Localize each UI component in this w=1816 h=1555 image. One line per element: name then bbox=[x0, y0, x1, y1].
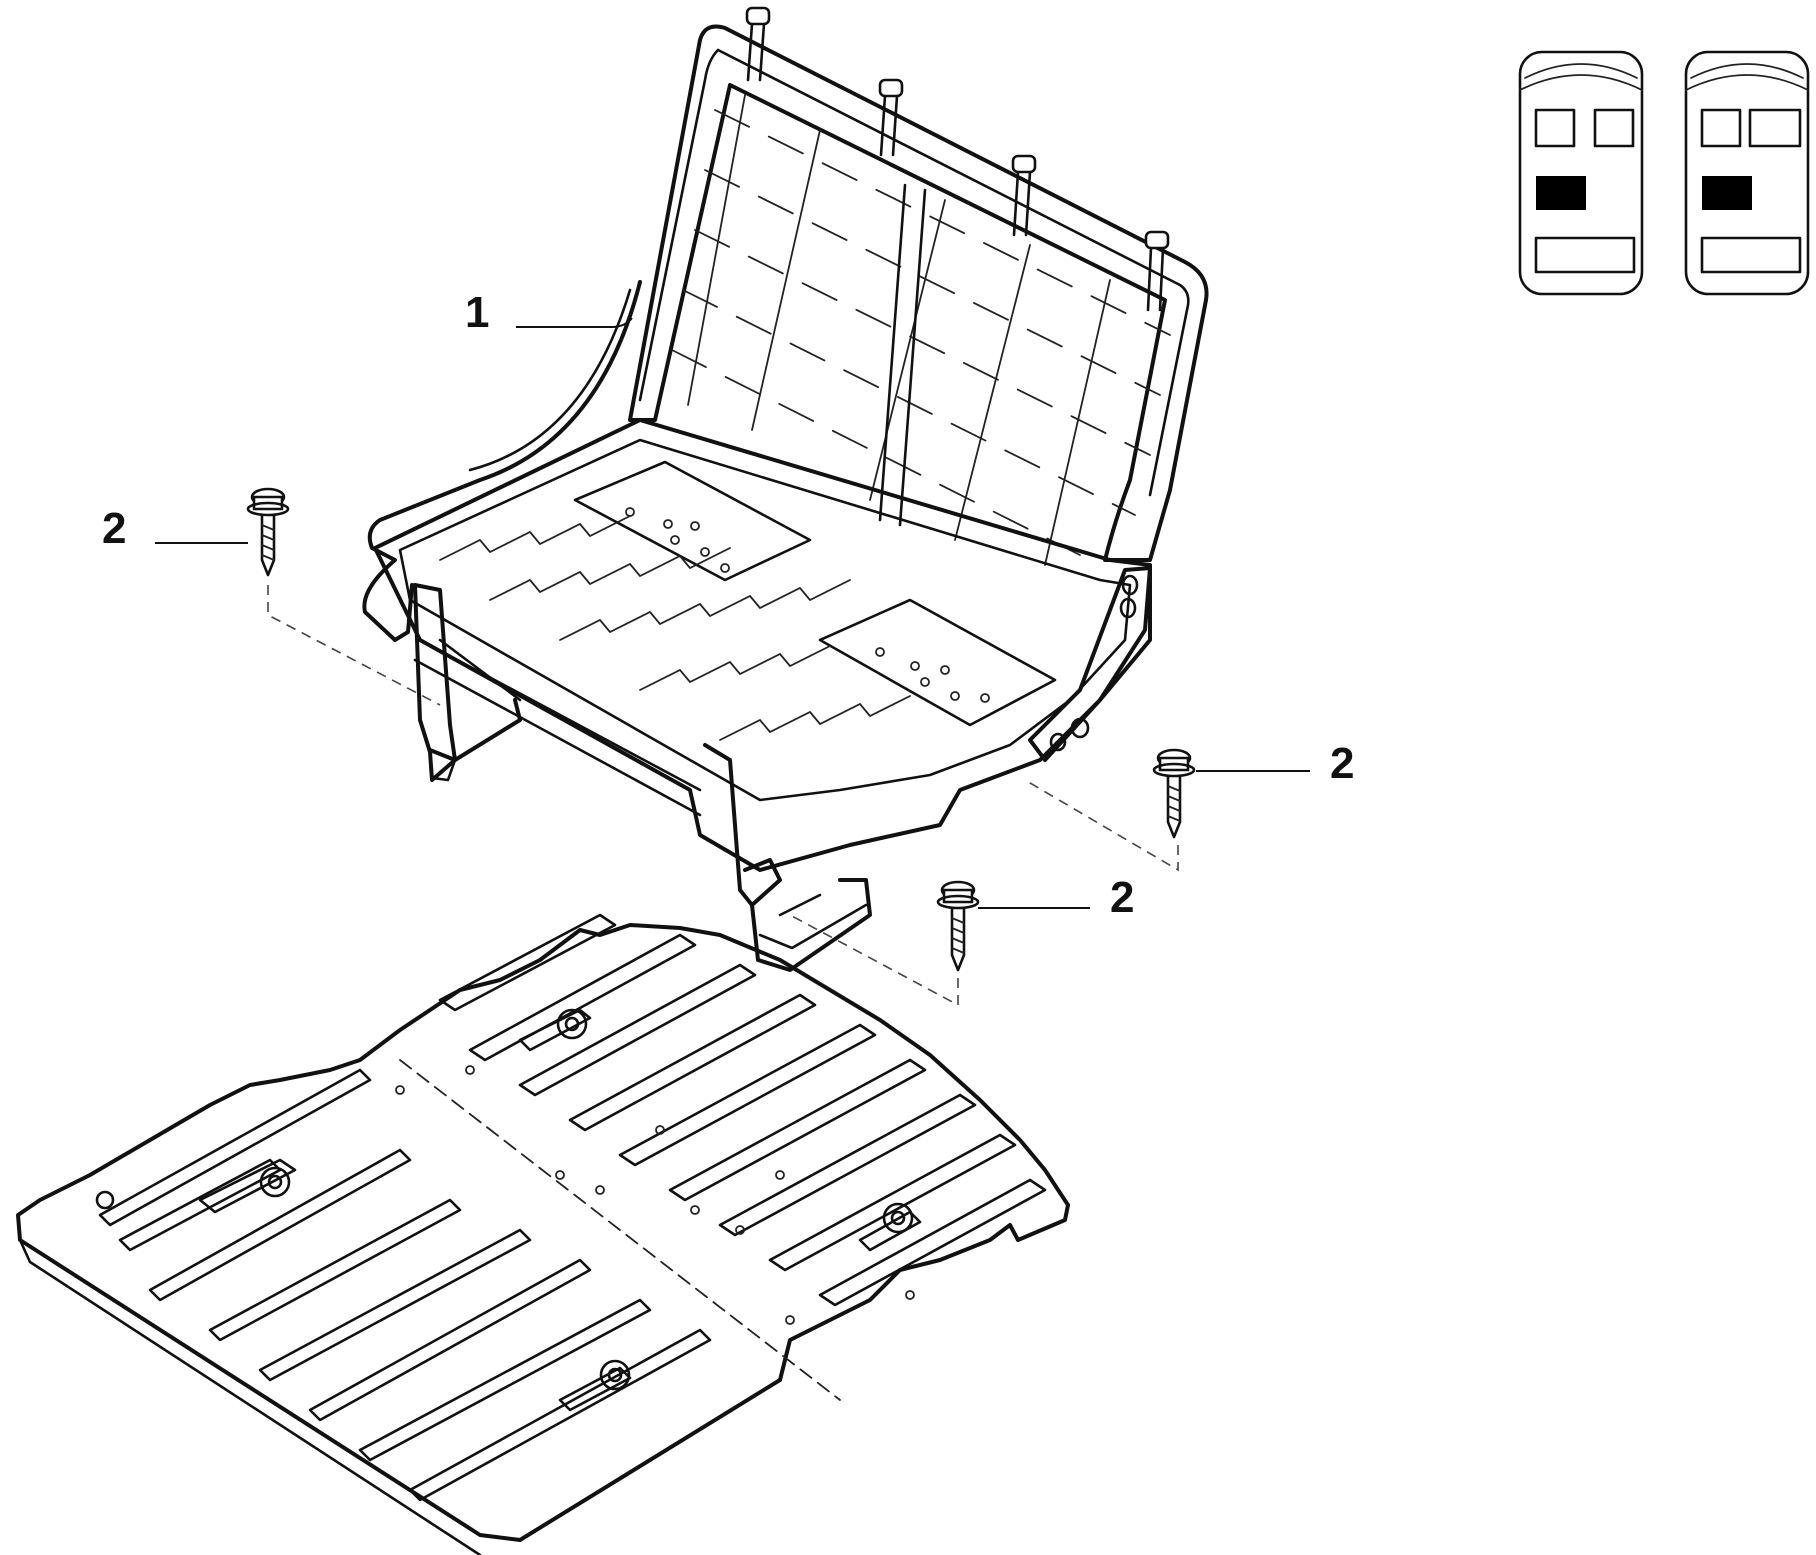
seat-leg-left bbox=[413, 583, 522, 782]
headrest-pin bbox=[878, 78, 904, 157]
svg-text:2: 2 bbox=[1330, 739, 1354, 788]
svg-text:2: 2 bbox=[102, 504, 126, 553]
screw-left bbox=[246, 487, 290, 577]
highlighted-seat bbox=[1702, 176, 1752, 210]
seat-backrest bbox=[628, 6, 1209, 566]
callout-2-front: 2 bbox=[978, 873, 1134, 922]
svg-text:2: 2 bbox=[1110, 873, 1134, 922]
vehicle-icon-a bbox=[1518, 50, 1644, 296]
headrest-pin bbox=[1011, 154, 1037, 237]
svg-text:1: 1 bbox=[465, 288, 489, 337]
highlighted-seat bbox=[1536, 176, 1586, 210]
callout-2-left: 2 bbox=[102, 504, 248, 553]
seat-cushion-pan bbox=[362, 280, 1152, 872]
vehicle-icon-b bbox=[1684, 50, 1810, 296]
screw-front bbox=[936, 880, 980, 972]
assembly-paths bbox=[267, 585, 1179, 1007]
callout-2-right: 2 bbox=[1196, 739, 1354, 788]
floor-panel bbox=[16, 913, 1070, 1555]
headrest-pin bbox=[1144, 230, 1170, 312]
screw-right bbox=[1152, 748, 1196, 839]
callout-1: 1 bbox=[465, 288, 633, 337]
headrest-pin bbox=[745, 6, 771, 82]
seat-leg-right bbox=[703, 743, 872, 972]
